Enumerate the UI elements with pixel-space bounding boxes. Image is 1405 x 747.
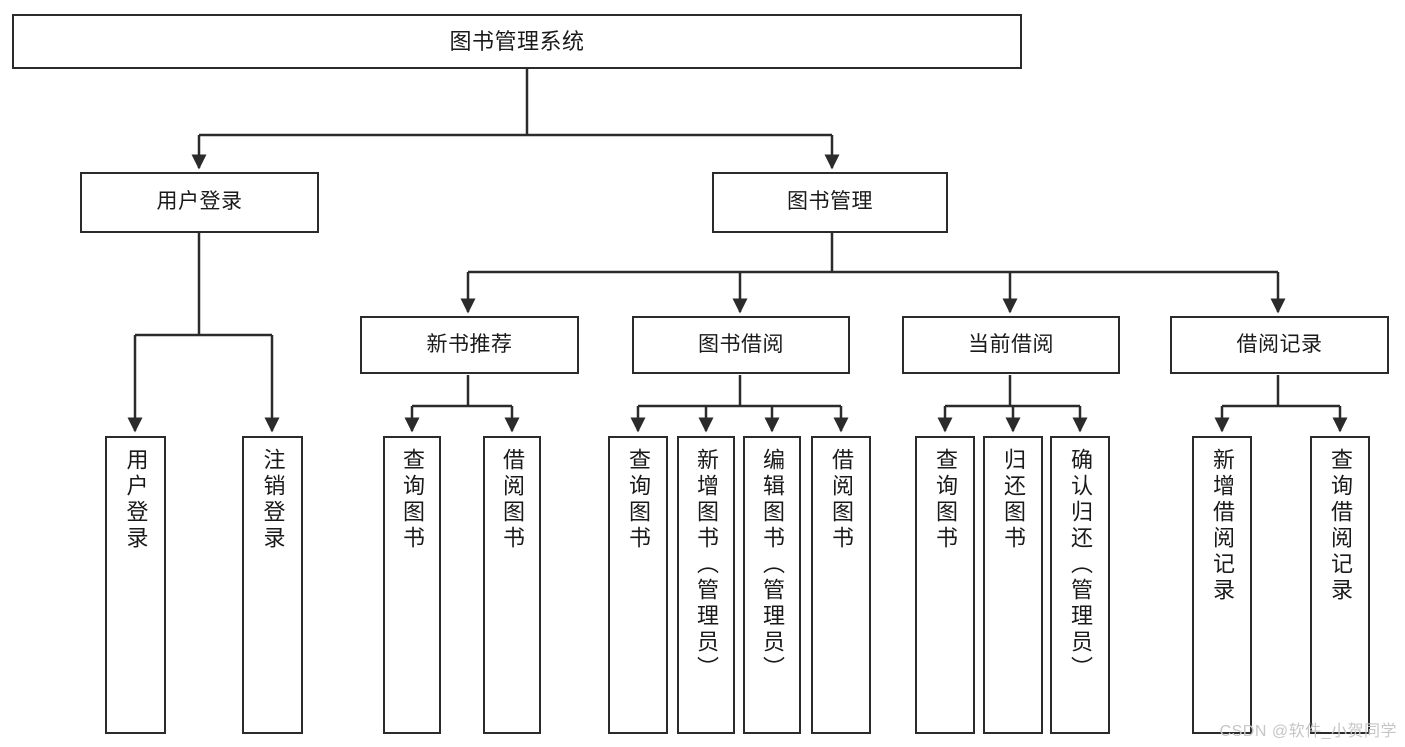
node-borrow-record[interactable]: 借阅记录 — [1170, 316, 1389, 374]
leaf-user-login[interactable]: 用户登录 — [105, 436, 166, 734]
leaf-cb-confirm-return-admin[interactable]: 确认归还（管理员） — [1050, 436, 1110, 734]
node-current-borrow[interactable]: 当前借阅 — [902, 316, 1120, 374]
leaf-cb-return-book[interactable]: 归还图书 — [983, 436, 1043, 734]
node-book-borrow[interactable]: 图书借阅 — [632, 316, 850, 374]
leaf-bb-query-book-label: 查询图书 — [626, 448, 651, 552]
node-book-borrow-label: 图书借阅 — [698, 332, 784, 356]
leaf-br-query-record-label: 查询借阅记录 — [1328, 448, 1353, 604]
node-borrow-record-label: 借阅记录 — [1236, 332, 1323, 356]
node-root-system-label: 图书管理系统 — [449, 28, 585, 54]
leaf-br-query-record[interactable]: 查询借阅记录 — [1310, 436, 1370, 734]
leaf-nb-borrow-book-label: 借阅图书 — [500, 448, 525, 552]
leaf-bb-query-book[interactable]: 查询图书 — [608, 436, 668, 734]
leaf-cb-confirm-return-admin-label: 确认归还（管理员） — [1068, 448, 1093, 682]
node-root-system[interactable]: 图书管理系统 — [12, 14, 1022, 69]
leaf-cb-return-book-label: 归还图书 — [1001, 448, 1026, 552]
leaf-user-login-label: 用户登录 — [123, 448, 149, 552]
leaf-nb-borrow-book[interactable]: 借阅图书 — [483, 436, 541, 734]
leaf-logout[interactable]: 注销登录 — [242, 436, 303, 734]
node-book-management-label: 图书管理 — [787, 190, 873, 214]
leaf-bb-borrow-book-label: 借阅图书 — [829, 448, 854, 552]
node-book-management[interactable]: 图书管理 — [712, 172, 948, 233]
leaf-bb-borrow-book[interactable]: 借阅图书 — [811, 436, 871, 734]
node-new-book-recommend[interactable]: 新书推荐 — [360, 316, 579, 374]
node-user-login[interactable]: 用户登录 — [80, 172, 319, 233]
csdn-watermark: CSDN @软件_小贺同学 — [1219, 723, 1397, 740]
leaf-bb-add-book-admin-label: 新增图书（管理员） — [694, 448, 719, 682]
node-user-login-label: 用户登录 — [156, 190, 243, 214]
leaf-nb-query-book[interactable]: 查询图书 — [383, 436, 441, 734]
leaf-br-add-record[interactable]: 新增借阅记录 — [1192, 436, 1252, 734]
leaf-cb-query-book-label: 查询图书 — [933, 448, 958, 552]
leaf-cb-query-book[interactable]: 查询图书 — [915, 436, 975, 734]
node-current-borrow-label: 当前借阅 — [968, 332, 1054, 356]
leaf-bb-add-book-admin[interactable]: 新增图书（管理员） — [677, 436, 735, 734]
node-new-book-recommend-label: 新书推荐 — [426, 332, 513, 356]
leaf-nb-query-book-label: 查询图书 — [400, 448, 425, 552]
leaf-logout-label: 注销登录 — [260, 448, 286, 552]
leaf-bb-edit-book-admin-label: 编辑图书（管理员） — [760, 448, 785, 682]
leaf-br-add-record-label: 新增借阅记录 — [1210, 448, 1235, 604]
leaf-bb-edit-book-admin[interactable]: 编辑图书（管理员） — [743, 436, 801, 734]
